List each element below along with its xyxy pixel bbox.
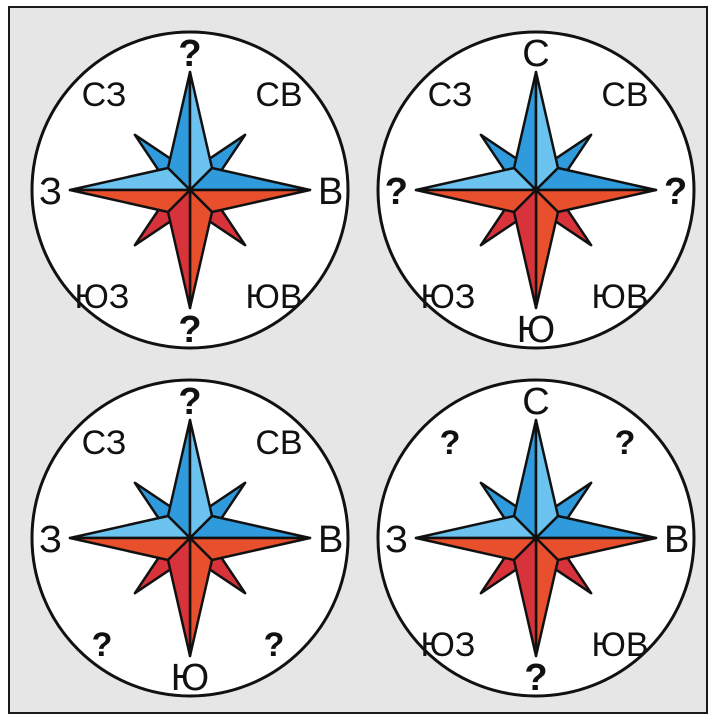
label-southeast: ЮВ [591, 278, 648, 316]
label-south: Ю [517, 309, 555, 351]
label-southeast: ЮВ [591, 626, 648, 664]
label-east: В [318, 519, 343, 561]
label-northeast: ? [615, 424, 636, 462]
label-west: З [39, 171, 62, 213]
label-south: ? [178, 309, 201, 351]
label-north: С [522, 381, 549, 423]
label-south: ? [524, 657, 547, 699]
label-east: В [318, 171, 343, 213]
label-northwest: СЗ [428, 76, 473, 114]
compass-rose-4: С ? В З ? ? ЮВ ЮЗ [376, 378, 696, 699]
label-northeast: СВ [601, 76, 648, 114]
label-southwest: ЮЗ [421, 278, 476, 316]
label-north: ? [178, 381, 201, 423]
label-east: ? [664, 171, 687, 213]
label-southwest: ЮЗ [75, 278, 130, 316]
label-southeast: ? [264, 626, 285, 664]
compass-star [68, 70, 312, 310]
label-west: ? [385, 171, 408, 213]
label-south: Ю [171, 657, 209, 699]
label-southwest: ЮЗ [421, 626, 476, 664]
label-northwest: ? [440, 424, 461, 462]
compass-rose-3: ? Ю В З СВ СЗ ? ? [30, 378, 350, 699]
label-northwest: СЗ [82, 424, 127, 462]
label-northeast: СВ [255, 76, 302, 114]
label-north: ? [178, 33, 201, 75]
label-southwest: ? [92, 626, 113, 664]
compass-rose-1: ? ? В З СВ СЗ ЮВ ЮЗ [30, 30, 350, 351]
label-northwest: СЗ [82, 76, 127, 114]
label-west: З [385, 519, 408, 561]
label-west: З [39, 519, 62, 561]
label-east: В [664, 519, 689, 561]
compass-star [68, 418, 312, 658]
label-southeast: ЮВ [245, 278, 302, 316]
label-north: С [522, 33, 549, 75]
label-northeast: СВ [255, 424, 302, 462]
compass-star [414, 418, 658, 658]
compass-rose-2: С Ю ? ? СВ СЗ ЮВ ЮЗ [376, 30, 696, 351]
compass-star [414, 70, 658, 310]
